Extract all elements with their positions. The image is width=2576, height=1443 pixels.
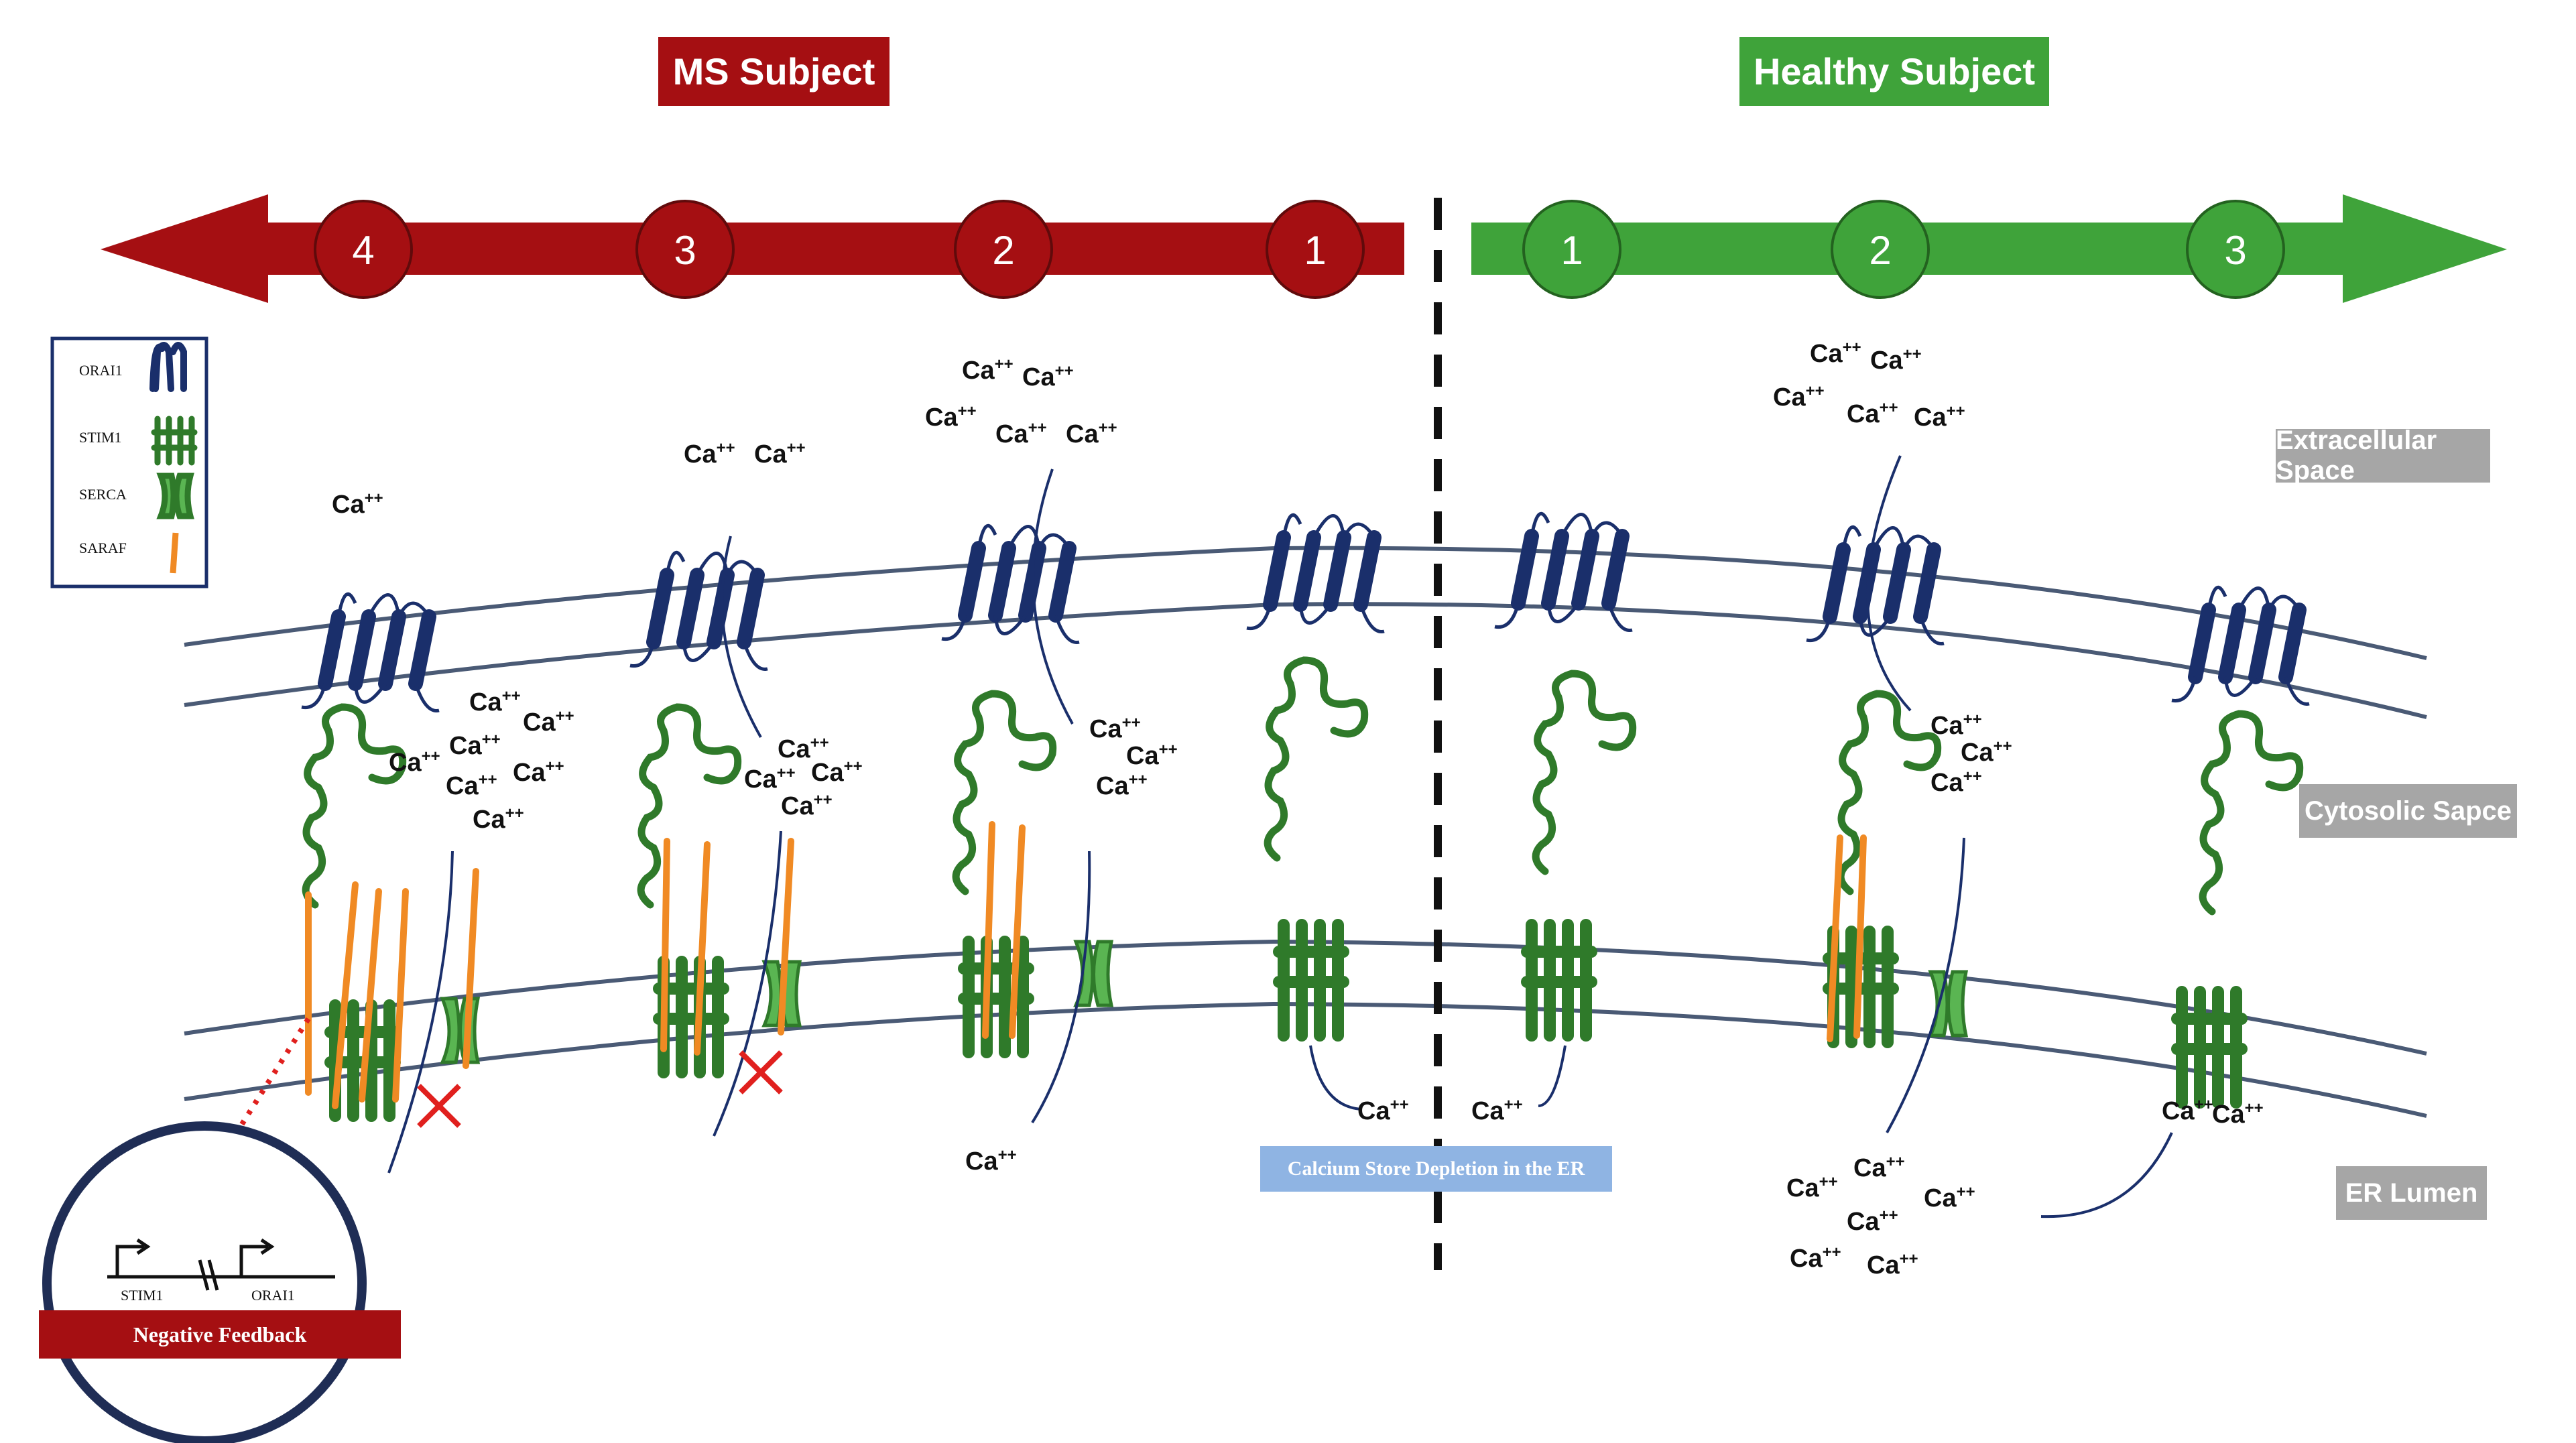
gene-track <box>107 1238 335 1291</box>
ms-step-3: 3 <box>674 228 696 273</box>
calcium-ion-label: Ca++ <box>389 747 440 777</box>
calcium-ion-label: Ca++ <box>962 355 1014 385</box>
calcium-ion-label: Ca++ <box>1961 737 2012 767</box>
calcium-ion-label: Ca++ <box>449 731 501 760</box>
healthy-timeline-arrow <box>1471 194 2507 303</box>
calcium-ion-label: Ca++ <box>1066 419 1117 448</box>
legend-label-stim1: STIM1 <box>79 429 122 446</box>
calcium-ion-label: Ca++ <box>1853 1153 1905 1182</box>
ms-step-circles: 4 3 2 1 <box>314 200 1365 299</box>
calcium-ion-label: Ca++ <box>1847 399 1898 428</box>
calcium-ion-label: Ca++ <box>1786 1173 1838 1202</box>
ms-timeline-arrow <box>101 194 1404 303</box>
calcium-ion-label: Ca++ <box>1867 1250 1918 1279</box>
calcium-ion-label: Ca++ <box>513 757 564 787</box>
ms-subject-header: MS Subject <box>658 37 890 106</box>
calcium-ion-label: Ca++ <box>1022 362 1074 391</box>
calcium-ion-label: Ca++ <box>332 489 383 519</box>
calcium-ion-label: Ca++ <box>778 734 829 763</box>
legend-label-saraf: SARAF <box>79 540 127 556</box>
ms-step-1: 1 <box>1304 228 1326 273</box>
calcium-ion-label: Ca++ <box>781 791 833 820</box>
healthy-step-circles: 1 2 3 <box>1522 200 2285 299</box>
saraf-rods <box>305 821 1867 1109</box>
healthy-step-2: 2 <box>1869 228 1891 273</box>
inhibition-marks <box>417 1050 783 1128</box>
calcium-flux-arrows <box>387 455 2173 1218</box>
stim1-icon <box>151 416 198 466</box>
calcium-ion-label: Ca++ <box>446 771 497 800</box>
calcium-ion-label: Ca++ <box>1096 771 1148 800</box>
calcium-ions: Ca++Ca++Ca++Ca++Ca++Ca++Ca++Ca++Ca++Ca++… <box>332 338 2264 1279</box>
calcium-ion-label: Ca++ <box>684 439 735 468</box>
calcium-ion-label: Ca++ <box>965 1146 1017 1176</box>
calcium-ion-label: Ca++ <box>1930 710 1982 740</box>
calcium-ion-label: Ca++ <box>1471 1096 1523 1125</box>
healthy-subject-header: Healthy Subject <box>1739 37 2049 106</box>
healthy-step-3: 3 <box>2224 228 2246 273</box>
calcium-ion-label: Ca++ <box>1924 1183 1975 1212</box>
er-membrane <box>184 939 2427 1118</box>
ms-step-4: 4 <box>352 228 374 273</box>
calcium-ion-label: Ca++ <box>1126 741 1178 770</box>
legend-label-orai1: ORAI1 <box>79 362 123 379</box>
calcium-ion-label: Ca++ <box>2162 1096 2213 1125</box>
calcium-ion-label: Ca++ <box>754 439 806 468</box>
calcium-ion-label: Ca++ <box>523 707 574 737</box>
calcium-ion-label: Ca++ <box>1870 345 1922 375</box>
ms-step-2: 2 <box>992 228 1014 273</box>
calcium-ion-label: Ca++ <box>1930 767 1982 797</box>
calcium-ion-label: Ca++ <box>744 764 796 794</box>
er-lumen-label: ER Lumen <box>2336 1166 2487 1220</box>
legend: ORAI1 STIM1 SERCA SARAF <box>50 336 208 588</box>
calcium-ion-label: Ca++ <box>1847 1206 1898 1236</box>
calcium-ion-label: Ca++ <box>1790 1243 1841 1273</box>
store-depletion-label: Calcium Store Depletion in the ER <box>1260 1146 1612 1192</box>
calcium-ion-label: Ca++ <box>1810 338 1861 368</box>
calcium-ion-label: Ca++ <box>1089 714 1141 743</box>
calcium-ion-label: Ca++ <box>811 757 863 787</box>
orai1-channels <box>302 513 2309 710</box>
extracellular-space-label: Extracellular Space <box>2276 426 2490 485</box>
calcium-ion-label: Ca++ <box>1914 402 1965 432</box>
gene-stim1-label: STIM1 <box>121 1287 164 1304</box>
serca-icon <box>156 473 194 519</box>
calcium-ion-label: Ca++ <box>925 402 977 432</box>
healthy-step-1: 1 <box>1560 228 1583 273</box>
calcium-ion-label: Ca++ <box>1357 1096 1409 1125</box>
calcium-ion-label: Ca++ <box>995 419 1047 448</box>
calcium-ion-label: Ca++ <box>473 804 524 834</box>
legend-label-serca: SERCA <box>79 486 127 503</box>
cytosolic-space-label: Cytosolic Sapce <box>2299 784 2517 838</box>
calcium-ion-label: Ca++ <box>469 687 521 716</box>
calcium-ion-label: Ca++ <box>1773 382 1825 412</box>
orai1-icon <box>149 342 187 392</box>
gene-orai1-label: ORAI1 <box>251 1287 295 1304</box>
calcium-ion-label: Ca++ <box>2212 1099 2264 1129</box>
negative-feedback-label: Negative Feedback <box>39 1310 401 1359</box>
saraf-icon <box>170 532 179 574</box>
